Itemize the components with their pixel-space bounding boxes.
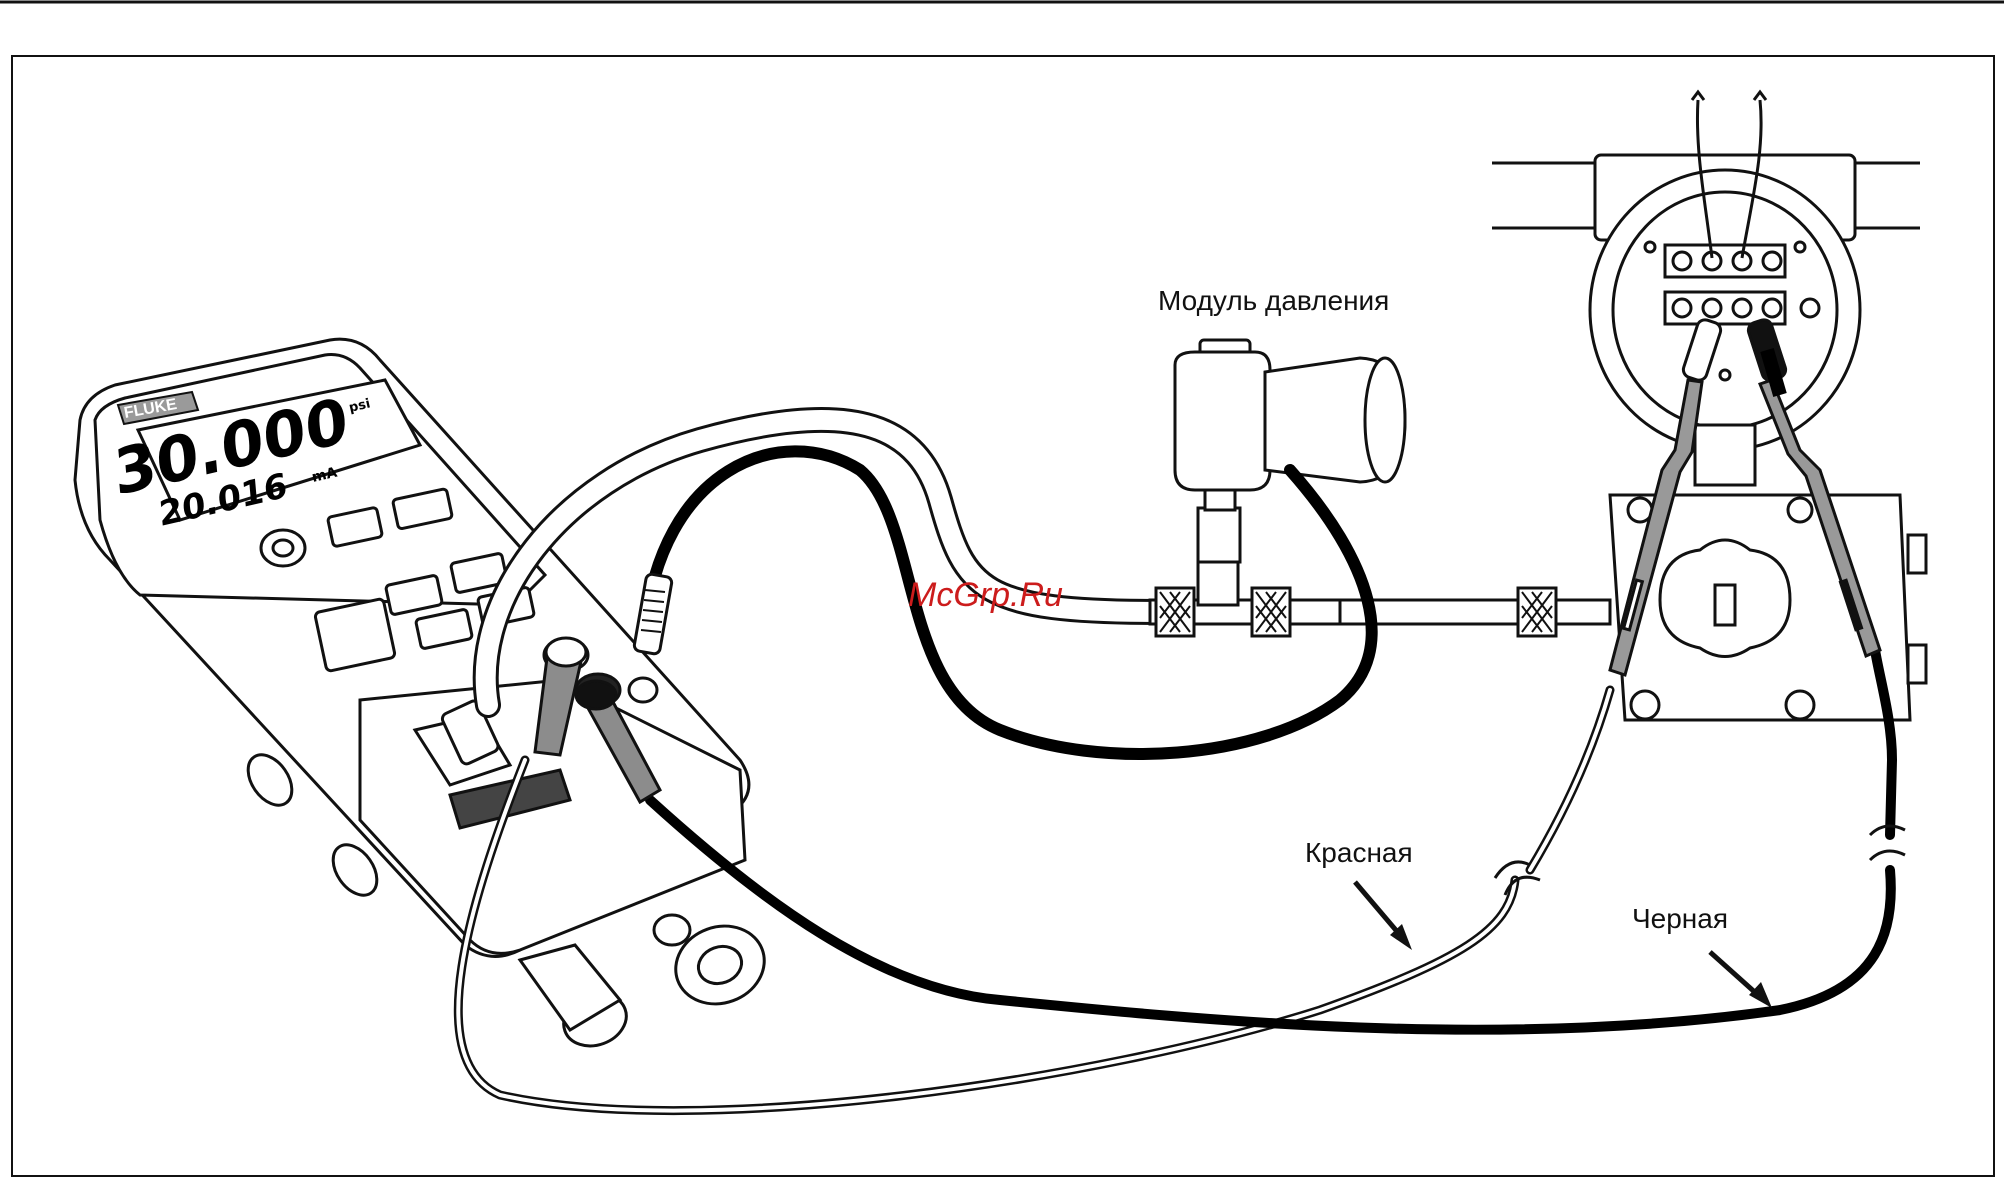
vent-knob-stem (654, 915, 690, 945)
terminal-screw (1733, 299, 1751, 317)
side-bolt (1908, 535, 1926, 573)
terminal-screw (1703, 299, 1721, 317)
module-body (1175, 352, 1270, 490)
pressure-module-label: Модуль давления (1158, 285, 1389, 316)
module-jack[interactable] (629, 678, 657, 702)
watermark: McGrp.Ru (908, 576, 1063, 614)
body-center-slot (1715, 585, 1735, 625)
module-cable-connector (633, 573, 672, 654)
terminal-screw (1763, 299, 1781, 317)
tee-stem (1198, 560, 1238, 605)
housing-hole (1795, 242, 1805, 252)
module-cylinder-end (1365, 358, 1405, 482)
transmitter-neck (1695, 425, 1755, 485)
housing-hole (1645, 242, 1655, 252)
terminal-screw (1673, 252, 1691, 270)
side-bolt (1908, 645, 1926, 683)
terminal-screw (1673, 299, 1691, 317)
ground-screw (1801, 299, 1819, 317)
body-bolt (1631, 691, 1659, 719)
red-lead-arrow (1355, 882, 1412, 950)
black-lead-arrow (1710, 952, 1772, 1008)
module-adapter-lower (1198, 508, 1240, 562)
key-large[interactable] (315, 598, 396, 671)
body-bolt (1786, 691, 1814, 719)
housing-hole (1720, 370, 1730, 380)
body-bolt (1788, 498, 1812, 522)
pipe-assembly (1150, 488, 1610, 636)
pipe-right (1340, 600, 1610, 624)
terminal-screw (1763, 252, 1781, 270)
black-lead-label: Черная (1632, 903, 1728, 934)
power-button-inner (273, 540, 293, 556)
red-lead-label: Красная (1305, 837, 1413, 868)
red-plug-top (546, 638, 586, 666)
black-plug-top (576, 681, 616, 709)
